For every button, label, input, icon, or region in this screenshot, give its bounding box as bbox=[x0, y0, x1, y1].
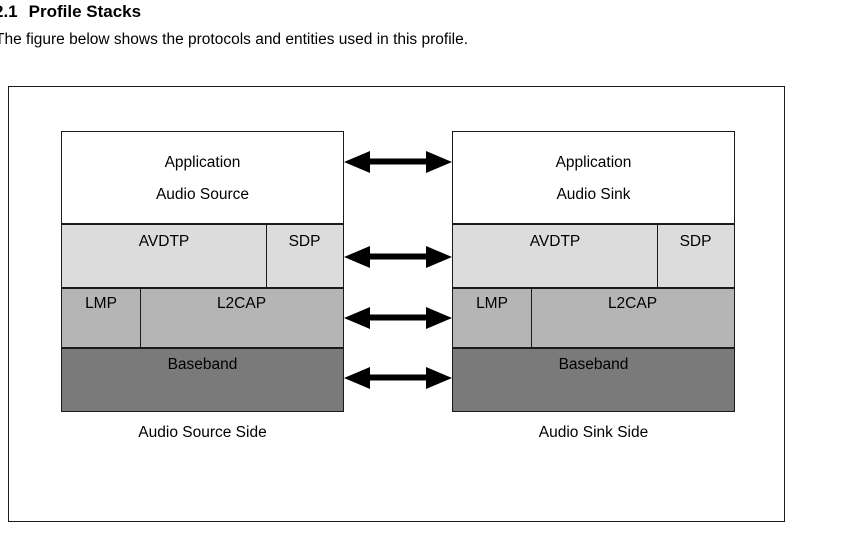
layer-application-label-source: Application bbox=[164, 153, 241, 171]
layer-baseband-label-sink: Baseband bbox=[558, 356, 629, 373]
section-number: 2.1 bbox=[0, 2, 18, 21]
double-arrow-icon-baseband bbox=[344, 367, 452, 389]
layer-lmp-row-sink: LMP L2CAP bbox=[452, 288, 735, 348]
layer-audio-sink-label: Audio Sink bbox=[556, 186, 631, 203]
layer-lmp-source: LMP bbox=[62, 289, 141, 347]
layer-avdtp-sink: AVDTP bbox=[453, 225, 658, 287]
caption-audio-sink-side: Audio Sink Side bbox=[538, 424, 649, 441]
protocol-stack-audio-sink: Application Audio Sink AVDTP SDP LMP L2C… bbox=[452, 131, 735, 412]
page-title: 2.1 Profile Stacks bbox=[0, 2, 141, 22]
layer-baseband-sink: Baseband bbox=[452, 348, 735, 412]
layer-baseband-label-source: Baseband bbox=[167, 356, 238, 373]
caption-audio-source-side: Audio Source Side bbox=[138, 424, 267, 441]
layer-avdtp-row-source: AVDTP SDP bbox=[61, 224, 344, 288]
layer-avdtp-source: AVDTP bbox=[62, 225, 267, 287]
section-title-text: Profile Stacks bbox=[28, 2, 142, 21]
layer-sdp-source: SDP bbox=[288, 233, 321, 250]
figure-intro-text: The figure below shows the protocols and… bbox=[0, 31, 469, 48]
layer-lmp-sink: LMP bbox=[453, 289, 532, 347]
layer-baseband-source: Baseband bbox=[61, 348, 344, 412]
double-arrow-icon-l2cap bbox=[344, 307, 452, 329]
layer-audio-source-label: Audio Source bbox=[155, 186, 250, 203]
double-arrow-icon-application bbox=[344, 151, 452, 173]
layer-application-sink: Application Audio Sink bbox=[452, 131, 735, 224]
layer-application-source: Application Audio Source bbox=[61, 131, 344, 224]
layer-l2cap-sink: L2CAP bbox=[607, 295, 658, 312]
layer-application-label-sink: Application bbox=[555, 153, 632, 171]
layer-l2cap-source: L2CAP bbox=[216, 295, 267, 312]
layer-lmp-row-source: LMP L2CAP bbox=[61, 288, 344, 348]
layer-sdp-sink: SDP bbox=[679, 233, 712, 250]
protocol-stack-audio-source: Application Audio Source AVDTP SDP LMP L… bbox=[61, 131, 344, 412]
double-arrow-icon-avdtp bbox=[344, 246, 452, 268]
layer-avdtp-row-sink: AVDTP SDP bbox=[452, 224, 735, 288]
